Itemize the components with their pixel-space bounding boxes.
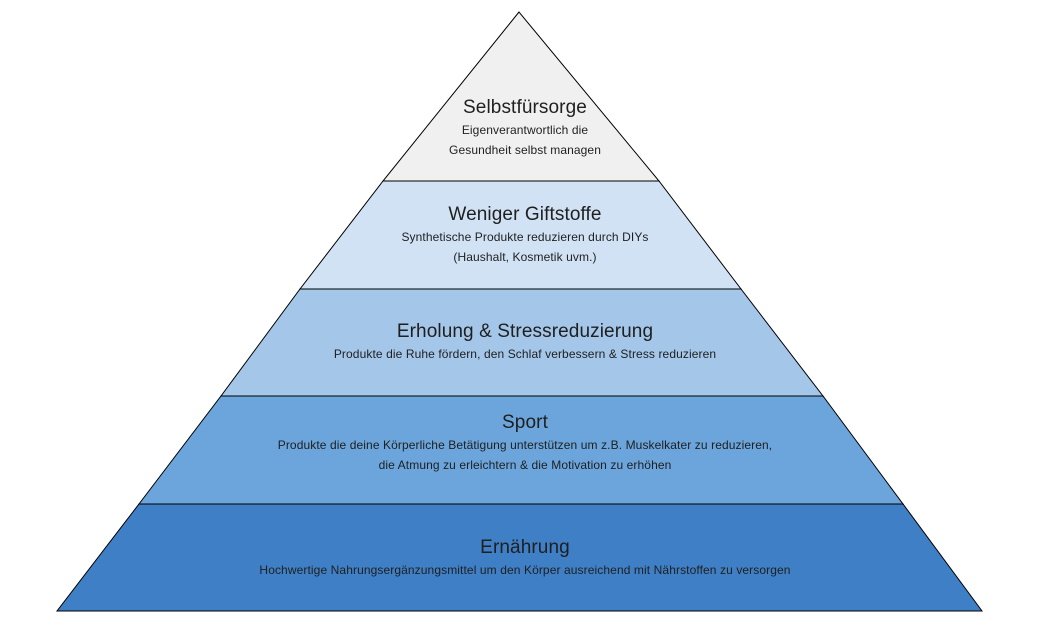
pyramid-layer-weniger-giftstoffe [298,180,743,290]
pyramid-layer-erholung [220,288,825,397]
pyramid-layer-ernaehrung [55,503,983,612]
pyramid-layer-selbstfuersorge [381,11,661,182]
pyramid-layer-sport [137,395,904,505]
